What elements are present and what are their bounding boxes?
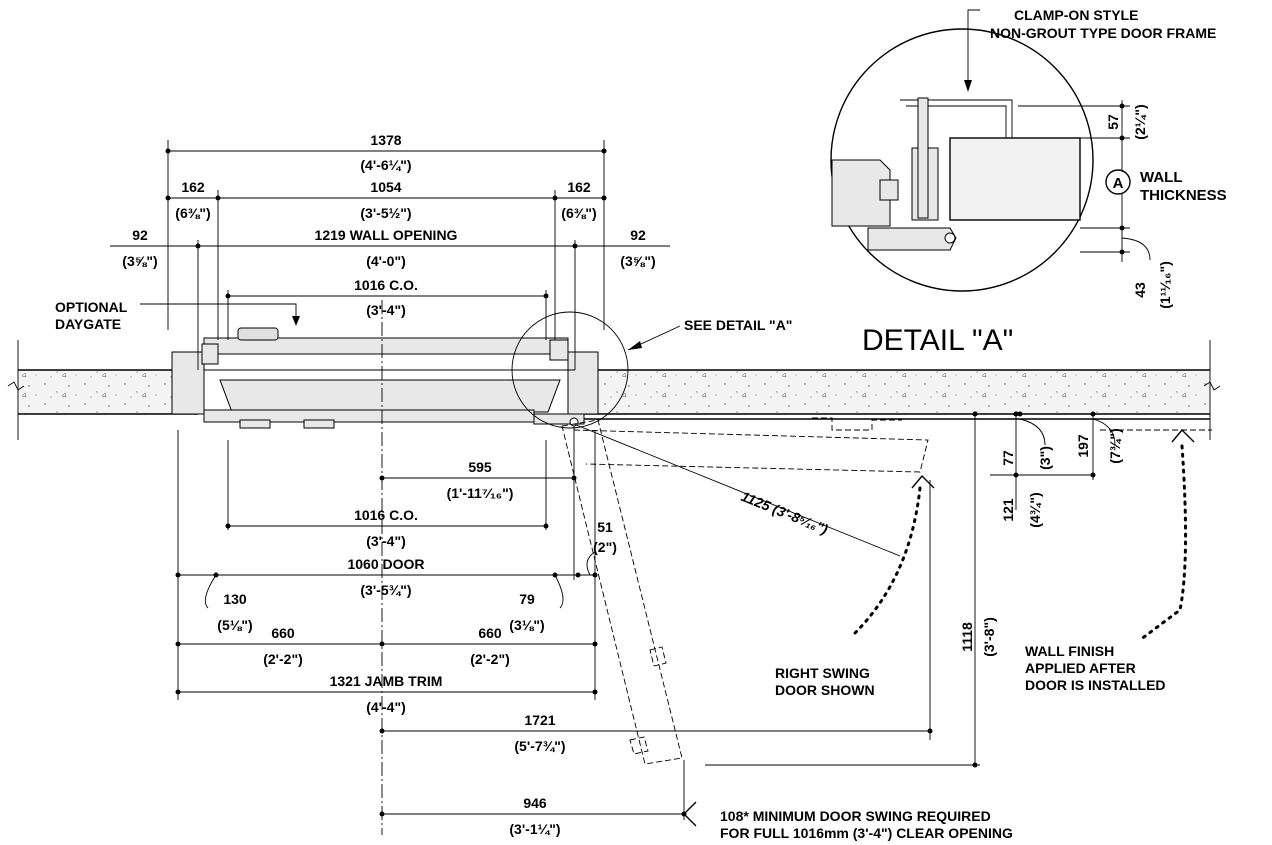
dim-57: 57 [1105, 114, 1121, 130]
dim-92-left: 92 [132, 227, 148, 243]
dim-121-imperial: (4¾") [1027, 492, 1043, 527]
dim-1378-imperial: (4'-6¼") [360, 157, 411, 173]
wall-finish-1: WALL FINISH [1025, 643, 1114, 659]
dim-1321-imperial: (4'-4") [366, 699, 406, 715]
dim-1219-imperial: (4'-0") [366, 253, 406, 269]
right-swing-2: DOOR SHOWN [775, 682, 875, 698]
dim-92-left-imperial: (3⅝") [122, 253, 157, 269]
dim-162-right-imperial: (6⅜") [561, 205, 596, 221]
dim-1016-top: 1016 C.O. [354, 277, 418, 293]
detail-a-view [830, 9, 1151, 292]
dim-92-right-imperial: (3⅝") [620, 253, 655, 269]
dim-197-imperial: (7¾") [1107, 428, 1123, 463]
dim-660-right: 660 [478, 625, 502, 641]
dim-660-left-imperial: (2'-2") [263, 651, 303, 667]
dim-1016-bottom: 1016 C.O. [354, 507, 418, 523]
dim-1016-bottom-imperial: (3'-4") [366, 533, 406, 549]
bottom-dimension-lines [175, 411, 1116, 827]
dim-595-imperial: (1'-11⁷⁄₁₆") [447, 485, 514, 501]
marker-a: A [1113, 175, 1124, 192]
detail-callout-circle [511, 311, 629, 429]
dim-92-right: 92 [630, 227, 646, 243]
dim-162-left: 162 [181, 179, 205, 195]
swing-arrows [850, 428, 1212, 642]
right-swing-1: RIGHT SWING [775, 665, 870, 681]
dim-1054: 1054 [370, 179, 401, 195]
wall-finish-3: DOOR IS INSTALLED [1025, 677, 1166, 693]
dim-1721: 1721 [524, 712, 555, 728]
wall-thickness-1: WALL [1140, 169, 1183, 186]
dim-1060-imperial: (3'-5¾") [360, 582, 411, 598]
dim-1054-imperial: (3'-5½") [360, 205, 411, 221]
dim-77: 77 [1000, 450, 1016, 466]
min-swing-2: FOR FULL 1016mm (3'-4") CLEAR OPENING [720, 825, 1013, 841]
wall-finish-2: APPLIED AFTER [1025, 660, 1136, 676]
dim-162-right: 162 [567, 179, 591, 195]
dim-43-imperial: (1¹¹⁄₁₆") [1157, 261, 1173, 309]
optional-label-2: DAYGATE [55, 316, 121, 332]
dim-57-imperial: (2¼") [1132, 104, 1148, 139]
optional-label-1: OPTIONAL [55, 299, 128, 315]
wall-thickness-2: THICKNESS [1140, 187, 1227, 204]
see-detail-label: SEE DETAIL "A" [684, 317, 792, 333]
min-swing-1: 108* MINIMUM DOOR SWING REQUIRED [720, 808, 991, 824]
dim-1125: 1125 (3'-8⁵⁄₁₆") [739, 488, 831, 537]
wall-section [7, 340, 1221, 440]
swung-door-outline [561, 417, 929, 765]
top-dimension-lines [110, 140, 670, 370]
door-frame-plan [171, 327, 599, 429]
dim-130: 130 [223, 591, 247, 607]
dim-1016-top-imperial: (3'-4") [366, 302, 406, 318]
dim-43: 43 [1132, 282, 1148, 298]
dim-51: 51 [597, 519, 613, 535]
dim-79-imperial: (3⅛") [509, 617, 544, 633]
dim-946-imperial: (3'-1¼") [509, 821, 560, 837]
dim-660-left: 660 [271, 625, 295, 641]
dim-77-imperial: (3") [1037, 446, 1053, 470]
text-labels: CLAMP-ON STYLE NON-GROUT TYPE DOOR FRAME… [55, 7, 1227, 841]
dim-121: 121 [1000, 498, 1016, 522]
dim-1321: 1321 JAMB TRIM [330, 673, 443, 689]
dim-1219: 1219 WALL OPENING [315, 227, 458, 243]
dim-1721-imperial: (5'-7¾") [514, 738, 565, 754]
dim-660-right-imperial: (2'-2") [470, 651, 510, 667]
dim-1060: 1060 DOOR [347, 556, 424, 572]
clamp-on-label-2: NON-GROUT TYPE DOOR FRAME [990, 25, 1216, 41]
dim-595: 595 [468, 459, 492, 475]
dim-79: 79 [519, 591, 535, 607]
dim-1118: 1118 [959, 622, 975, 652]
detail-title: DETAIL "A" [862, 324, 1013, 357]
dim-946: 946 [523, 795, 547, 811]
dim-162-left-imperial: (6⅜") [175, 205, 210, 221]
dim-1118-imperial: (3'-8") [981, 617, 997, 657]
dim-197: 197 [1075, 434, 1091, 458]
dim-51-imperial: (2") [593, 539, 617, 555]
dim-130-imperial: (5⅛") [217, 617, 252, 633]
dim-1378: 1378 [370, 132, 401, 148]
clamp-on-label-1: CLAMP-ON STYLE [1014, 7, 1138, 23]
